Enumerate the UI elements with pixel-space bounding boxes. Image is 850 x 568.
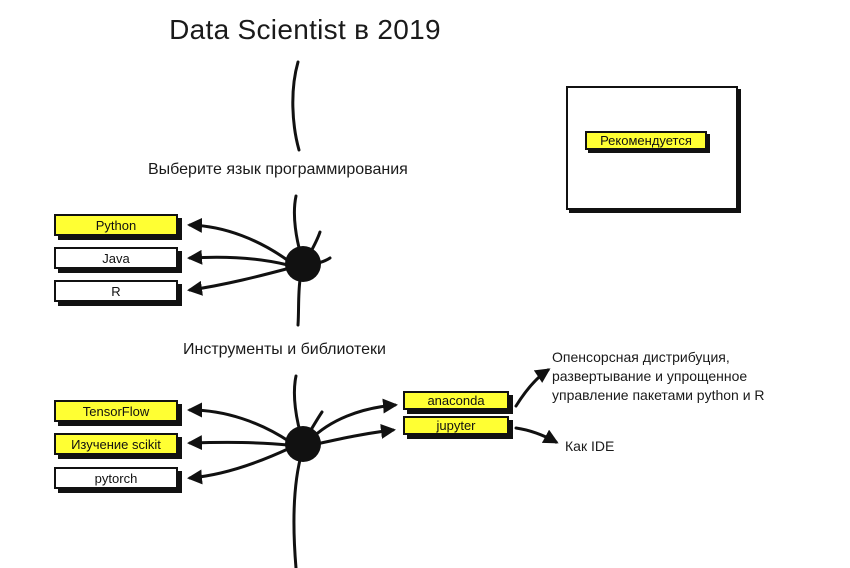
arrow-to-tensorflow xyxy=(187,402,292,444)
trunk-line-mid xyxy=(296,278,302,327)
arrow-anaconda-note xyxy=(514,368,551,408)
arrow-to-scikit xyxy=(187,435,290,451)
library-pytorch: pytorch xyxy=(54,467,178,489)
legend-recommended-badge: Рекомендуется xyxy=(585,131,707,150)
option-r: R xyxy=(54,280,178,302)
option-java: Java xyxy=(54,247,178,269)
arrow-to-anaconda xyxy=(308,398,398,442)
arrow-to-python xyxy=(187,217,292,264)
arrow-to-java xyxy=(187,249,290,267)
arrow-jupyter-note xyxy=(514,426,559,444)
tools-heading: Инструменты и библиотеки xyxy=(183,341,386,358)
library-tensorflow: TensorFlow xyxy=(54,400,178,422)
diagram-title: Data Scientist в 2019 xyxy=(169,14,441,45)
trunk-line-top xyxy=(291,60,301,152)
trunk-line-bottom xyxy=(292,450,304,568)
arrow-to-pytorch xyxy=(187,446,292,485)
option-python: Python xyxy=(54,214,178,236)
language-hub xyxy=(285,246,321,282)
arrow-to-r xyxy=(187,266,292,296)
env-anaconda: anaconda xyxy=(403,391,509,410)
anaconda-note: Опенсорсная дистрибуция, развертывание и… xyxy=(552,349,765,403)
arrow-to-jupyter xyxy=(310,423,396,447)
language-heading: Выберите язык программирования xyxy=(148,161,408,178)
legend-box xyxy=(566,86,738,210)
jupyter-note: Как IDE xyxy=(565,438,615,454)
tools-hub xyxy=(285,426,321,462)
env-jupyter: jupyter xyxy=(403,416,509,435)
library-scikit: Изучение scikit xyxy=(54,433,178,455)
